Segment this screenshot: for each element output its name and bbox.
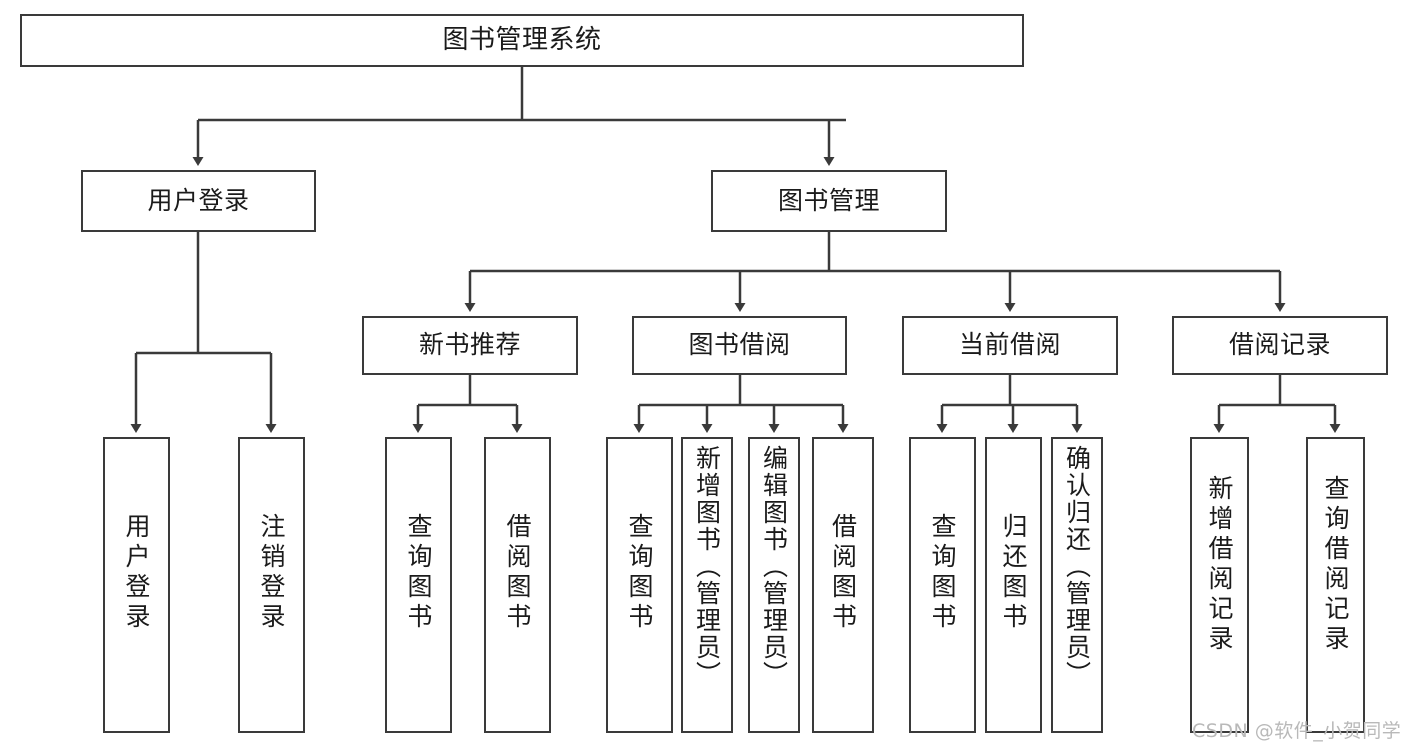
node-book-manage[interactable]: 图书管理 [711,170,947,232]
node-label: 新增借阅记录 [1205,475,1234,655]
node-label: 用户登录 [122,513,151,633]
node-label: 归还图书 [999,513,1028,633]
node-leaf-borrow-book-1[interactable]: 借阅图书 [484,437,551,733]
node-leaf-return-book[interactable]: 归还图书 [985,437,1042,733]
node-label: 查询图书 [404,513,433,633]
node-label: 借阅图书 [828,513,858,633]
node-label: 当前借阅 [958,330,1061,360]
node-leaf-logout[interactable]: 注销登录 [238,437,305,733]
node-borrow-record[interactable]: 借阅记录 [1172,316,1388,375]
node-leaf-edit-book[interactable]: 编辑图书（管理员） [748,437,800,733]
node-label: 新增图书（管理员） [692,445,722,688]
node-root-system[interactable]: 图书管理系统 [20,14,1024,67]
node-label: 图书管理 [777,185,880,215]
node-label: 注销登录 [257,513,286,633]
node-leaf-query-book-3[interactable]: 查询图书 [909,437,976,733]
node-label: 用户登录 [147,185,250,215]
node-label: 确认归还（管理员） [1062,445,1092,688]
node-label: 查询借阅记录 [1321,475,1350,655]
node-label: 编辑图书（管理员） [759,445,789,688]
node-label: 图书借阅 [688,330,791,360]
node-label: 查询图书 [928,513,957,633]
node-label: 查询图书 [625,513,654,633]
node-label: 借阅记录 [1228,330,1331,360]
node-new-book-recommend[interactable]: 新书推荐 [362,316,578,375]
node-leaf-add-book[interactable]: 新增图书（管理员） [681,437,733,733]
node-leaf-confirm-return[interactable]: 确认归还（管理员） [1051,437,1103,733]
node-leaf-add-record[interactable]: 新增借阅记录 [1190,437,1249,733]
node-leaf-query-record[interactable]: 查询借阅记录 [1306,437,1365,733]
node-leaf-query-book-1[interactable]: 查询图书 [385,437,452,733]
node-book-borrow[interactable]: 图书借阅 [632,316,847,375]
node-label: 新书推荐 [418,330,521,360]
node-current-borrow[interactable]: 当前借阅 [902,316,1118,375]
node-label: 借阅图书 [503,513,532,633]
watermark-text: CSDN @软件_小贺同学 [1192,720,1402,742]
node-leaf-user-login[interactable]: 用户登录 [103,437,170,733]
node-user-login[interactable]: 用户登录 [81,170,316,232]
node-leaf-borrow-book-2[interactable]: 借阅图书 [812,437,874,733]
node-label: 图书管理系统 [442,24,602,55]
node-leaf-query-book-2[interactable]: 查询图书 [606,437,673,733]
